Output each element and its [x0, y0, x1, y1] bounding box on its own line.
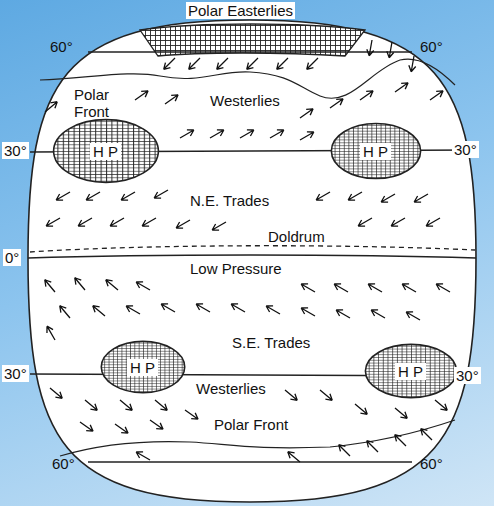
pressure-label: H P [90, 143, 121, 160]
map-label: N.E. Trades [190, 192, 269, 209]
map-label: 60° [52, 455, 75, 472]
pressure-label: H P [360, 143, 391, 160]
map-label: 30° [452, 141, 479, 158]
map-label: Low Pressure [190, 260, 282, 277]
map-label: S.E. Trades [232, 334, 310, 351]
map-label: Polar Easterlies [186, 2, 295, 19]
map-label: 30° [2, 142, 29, 159]
high-pressure-cell: H P [364, 343, 458, 399]
map-label: Westerlies [196, 380, 266, 397]
map-label: 60° [420, 455, 443, 472]
map-label: 60° [420, 38, 443, 55]
high-pressure-cell: H P [100, 340, 186, 394]
pressure-label: H P [395, 363, 426, 380]
map-label: Polar Front [214, 416, 288, 433]
map-label: Doldrum [268, 228, 325, 245]
map-label: 30° [2, 365, 29, 382]
map-label: Polar Front [74, 86, 120, 120]
map-label: Westerlies [210, 92, 280, 109]
map-label: 60° [50, 38, 73, 55]
map-label: 0° [3, 249, 21, 266]
high-pressure-cell: H P [330, 122, 422, 180]
pressure-label: H P [127, 359, 158, 376]
high-pressure-cell: H P [52, 118, 160, 184]
map-label: 30° [454, 367, 481, 384]
